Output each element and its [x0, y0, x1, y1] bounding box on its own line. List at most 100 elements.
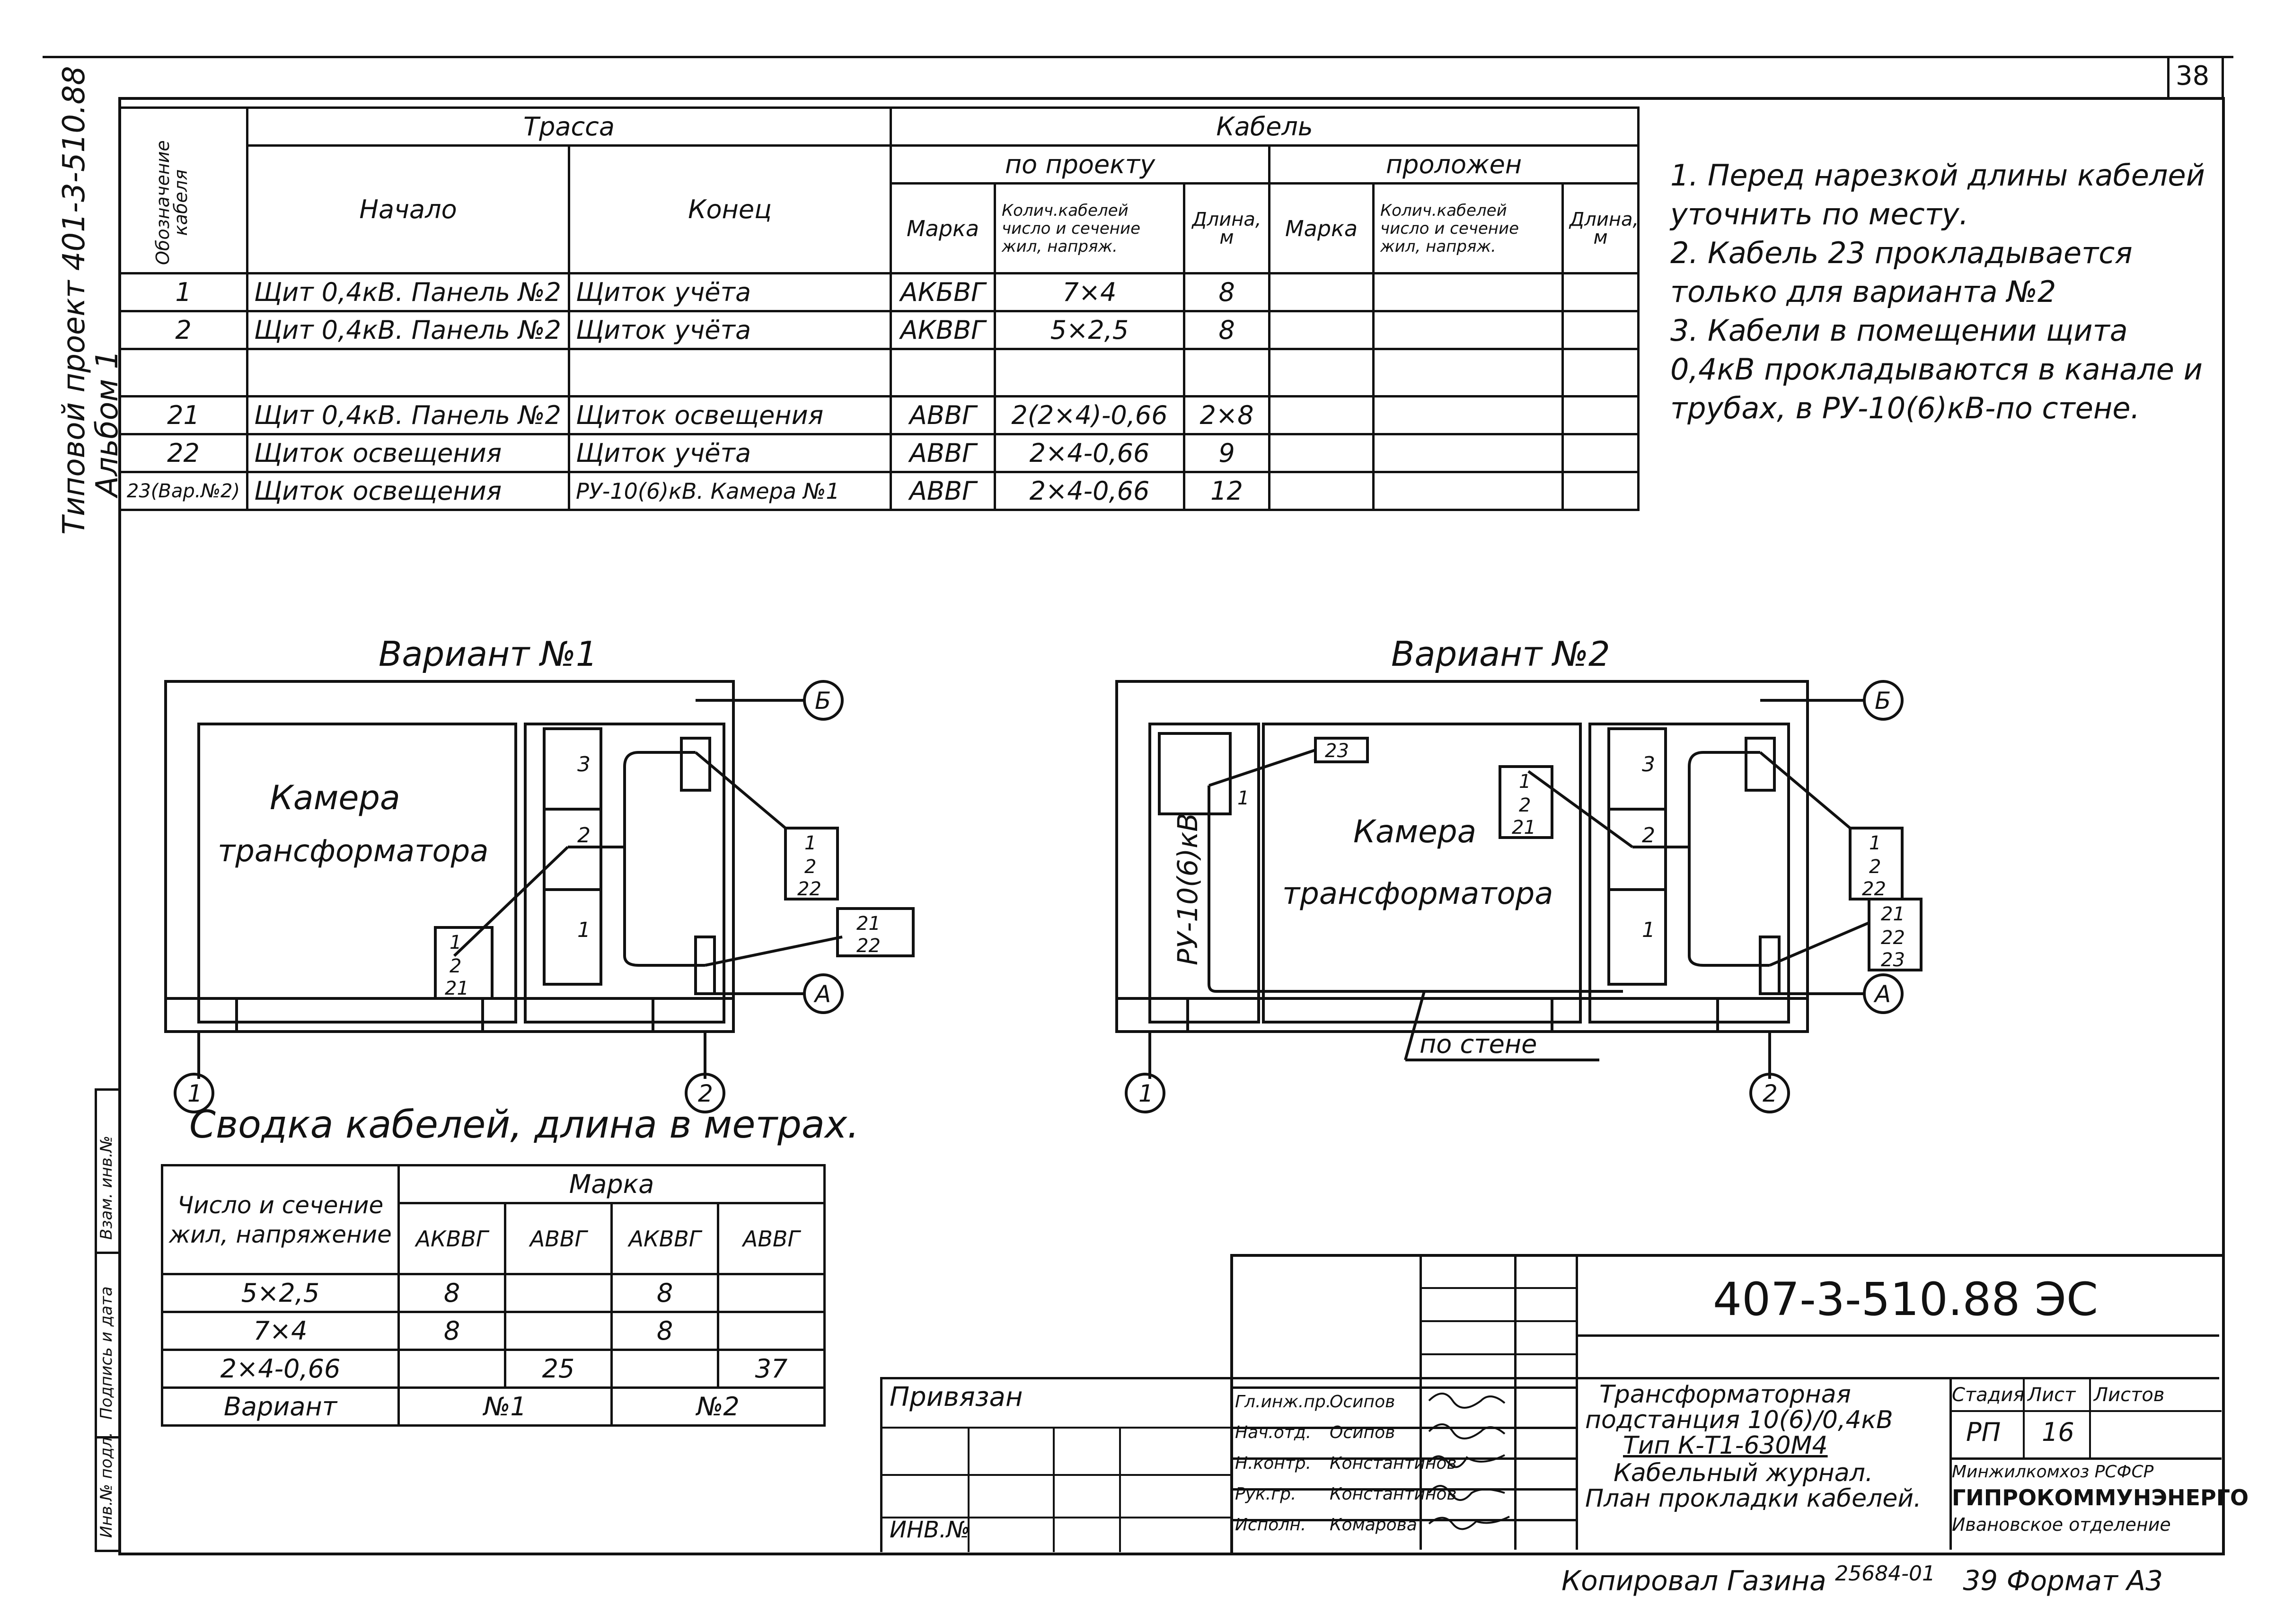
stamp-inv-no: ИНВ.№ — [890, 1517, 970, 1543]
summary-mark-3: АКВВГ — [610, 1202, 719, 1275]
privyazan-block — [880, 1377, 1233, 1552]
order-no: 25684-01 — [1835, 1562, 1935, 1586]
v1-panel-3 — [543, 727, 602, 811]
v2-axis-2-circle — [1749, 1073, 1790, 1113]
name-5: Комарова — [1330, 1515, 1417, 1535]
copy-line: Копировал Газина 25684-01 39 Формат А3 — [1561, 1562, 2163, 1597]
title-line-3: Тип К-Т1-630М4 — [1623, 1431, 1828, 1460]
summary-mark-1: АКВВГ — [397, 1202, 506, 1275]
v1-tag-b-box — [784, 827, 839, 900]
table-row: 21 Щит 0,4кВ. Панель №2 Щиток освещения … — [118, 395, 1640, 435]
v1-meter-box — [680, 737, 711, 792]
left-stamp-inv: Инв.№ подл. — [97, 1432, 116, 1538]
v2-axis-b-circle — [1863, 680, 1904, 721]
summary-mark-4: АВВГ — [716, 1202, 826, 1275]
v2-tag-b-3: 22 — [1862, 878, 1886, 900]
variant2-plan: РУ-10(6)кВ Камера трансформатора 3 2 1 2… — [1115, 680, 1923, 1113]
title-line-2: подстанция 10(6)/0,4кВ — [1585, 1406, 1893, 1434]
sheet-number-box — [2167, 56, 2224, 97]
role-ruk-gr: Рук.гр. — [1235, 1484, 1296, 1504]
table-row: 1 Щит 0,4кВ. Панель №2 Щиток учёта АКБВГ… — [118, 272, 1640, 312]
sheet-number: 38 — [2176, 61, 2210, 91]
v2-ru-label: РУ-10(6)кВ — [1172, 813, 1204, 965]
note-3: 3. Кабели в помещении щита 0,4кВ проклад… — [1670, 313, 2203, 425]
v2-ru-cabinet — [1158, 732, 1232, 815]
role-nach-otd: Нач.отд. — [1235, 1423, 1312, 1442]
v2-tag-cabinet-box — [1499, 765, 1553, 839]
group-kabel: Кабель — [890, 106, 1640, 147]
role-ispoln: Исполн. — [1235, 1515, 1306, 1535]
name-1: Осипов — [1330, 1392, 1395, 1412]
v2-panel-1 — [1607, 888, 1667, 986]
v1-panel-2 — [543, 808, 602, 891]
role-gip: Гл.инж.пр. — [1235, 1392, 1332, 1412]
table-row: 2 Щит 0,4кВ. Панель №2 Щиток учёта АКВВГ… — [118, 310, 1640, 350]
left-stamp — [95, 1088, 121, 1552]
v2-panel-num-2: 2 — [1642, 823, 1655, 847]
table-row: 22 Щиток освещения Щиток учёта АВВГ 2×4-… — [118, 433, 1640, 473]
v1-axis-a: А — [813, 980, 831, 1008]
stamp-code: 407-3-510.88 ЭС — [1713, 1273, 2099, 1326]
v2-axis-a: А — [1873, 980, 1891, 1008]
stamp-signature-area — [1420, 1254, 1576, 1550]
stamp-h-sheet: Лист — [2028, 1384, 2076, 1406]
v1-room-label-2: трансформатора — [218, 834, 488, 869]
table-row — [118, 348, 1640, 397]
v1-tag-a-2: 2 — [450, 955, 461, 977]
col-designation: Обозначение кабеля — [118, 106, 248, 274]
v2-meter-box — [1745, 737, 1776, 792]
v2-panel-2 — [1607, 808, 1667, 891]
v1-building-outline — [164, 680, 735, 1033]
group-prolozhen: проложен — [1268, 144, 1640, 185]
v1-axis-2-circle — [685, 1073, 725, 1113]
v2-room-label-1: Камера — [1353, 813, 1476, 850]
note-2: 2. Кабель 23 прокладывается только для в… — [1670, 236, 2133, 309]
v1-transformer-room — [197, 723, 517, 1024]
v1-axis-b: Б — [815, 687, 831, 715]
col-end: Конец — [567, 144, 892, 274]
v2-tag-c-2: 22 — [1881, 927, 1905, 949]
stamp-title-rule — [1578, 1377, 2219, 1379]
col-qty-2: Колич.кабелей число и сечение жил, напря… — [1372, 182, 1564, 274]
role-n-kontr: Н.контр. — [1235, 1454, 1312, 1473]
stamp-rule — [1230, 1377, 1576, 1379]
v1-tag-b-2: 2 — [804, 856, 816, 878]
name-2: Осипов — [1330, 1423, 1395, 1442]
v1-axis-b-circle — [803, 680, 844, 721]
summary-table: Число и сечение жил, напряжение Марка АК… — [161, 1164, 826, 1427]
stamp-code-cell — [1578, 1254, 2219, 1337]
v2-transformer-room — [1262, 723, 1582, 1024]
stamp-org-1: Минжилкомхоз РСФСР — [1952, 1462, 2154, 1482]
v2-cable-route — [1632, 751, 1770, 967]
summary-col-mark-group: Марка — [397, 1164, 826, 1204]
v2-axis-1: 1 — [1138, 1080, 1154, 1107]
col-length-2: Длина, м — [1561, 182, 1640, 274]
stamp-stage: РП — [1966, 1417, 2001, 1447]
v1-room-label-1: Камера — [270, 778, 400, 817]
col-mark-1: Марка — [890, 182, 997, 274]
v2-axis-b: Б — [1875, 687, 1891, 715]
variant1-plan: Камера трансформатора 3 2 1 1 2 21 1 2 2… — [164, 680, 915, 1113]
v2-tag-1: 1 — [1237, 787, 1249, 809]
notes: 1. Перед нарезкой длины кабелей уточнить… — [1670, 156, 2205, 428]
table-row: 5×2,5 8 8 — [161, 1273, 826, 1313]
col-length-1: Длина, м — [1183, 182, 1271, 274]
v2-tag-23: 23 — [1325, 740, 1349, 762]
stamp-grid — [1230, 1254, 1576, 1550]
v2-panel-num-1: 1 — [1642, 918, 1655, 942]
stamp-roles: Гл.инж.пр. Нач.отд. Н.контр. Рук.гр. Исп… — [1235, 1386, 1331, 1540]
v2-tag-c-box — [1868, 898, 1923, 971]
v1-panel-num-2: 2 — [577, 823, 591, 847]
v1-axis-1-circle — [174, 1073, 214, 1113]
stamp-names: Осипов Осипов Константинов Константинов … — [1330, 1386, 1457, 1540]
stamp-privyazan: Привязан — [890, 1382, 1023, 1412]
v2-switchboard-room — [1588, 723, 1790, 1024]
v2-wall-label: по стене — [1420, 1029, 1537, 1059]
v1-cable-route — [568, 751, 705, 967]
v1-axis-2: 2 — [698, 1080, 713, 1107]
stamp-org-2: ГИПРОКОММУНЭНЕРГО — [1952, 1485, 2249, 1510]
v1-axis-a-circle — [803, 973, 844, 1014]
v1-tag-c-2: 22 — [856, 935, 881, 957]
signatures — [1428, 1393, 1510, 1530]
